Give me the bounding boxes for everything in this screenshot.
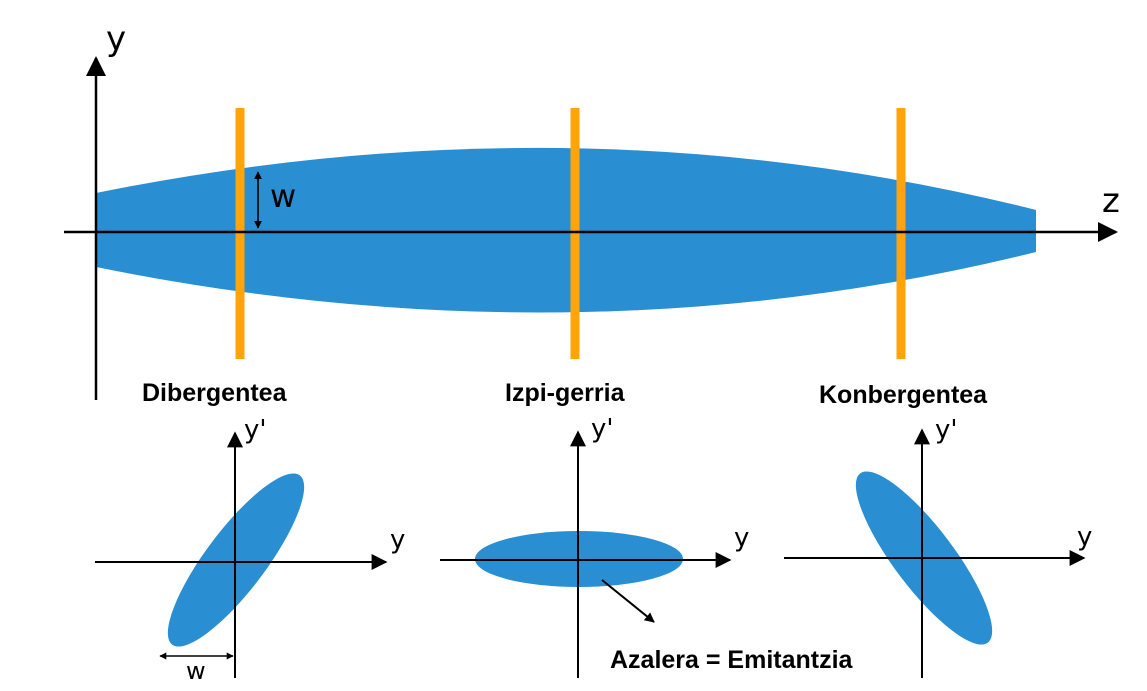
phase-yprime-label-divergent: y'	[244, 415, 267, 445]
area-pointer-arrow	[601, 579, 655, 623]
phase-space-convergent: y' y	[784, 415, 1092, 678]
phase-width-label: w	[186, 657, 206, 685]
z-axis-label: z	[1102, 181, 1120, 221]
phase-y-label-divergent: y	[390, 525, 405, 555]
beam-envelope-panel: y z w	[64, 19, 1120, 400]
section-title-divergent: Dibergentea	[142, 379, 288, 407]
section-title-waist: Izpi-gerria	[505, 379, 626, 407]
phase-y-label-waist: y	[734, 523, 749, 553]
annotation-background	[606, 640, 914, 676]
width-label: w	[270, 177, 296, 215]
y-axis-label: y	[106, 19, 126, 59]
beam-envelope	[96, 147, 1036, 313]
phase-space-divergent: y' y w	[95, 415, 405, 685]
section-title-convergent: Konbergentea	[819, 381, 988, 409]
area-emittance-annotation: Azalera = Emitantzia	[610, 646, 854, 674]
phase-y-label-convergent: y	[1077, 522, 1092, 552]
phase-yprime-label-waist: y'	[591, 414, 614, 444]
phase-space-waist: y' y	[440, 414, 749, 678]
phase-yprime-label-convergent: y'	[935, 415, 958, 445]
